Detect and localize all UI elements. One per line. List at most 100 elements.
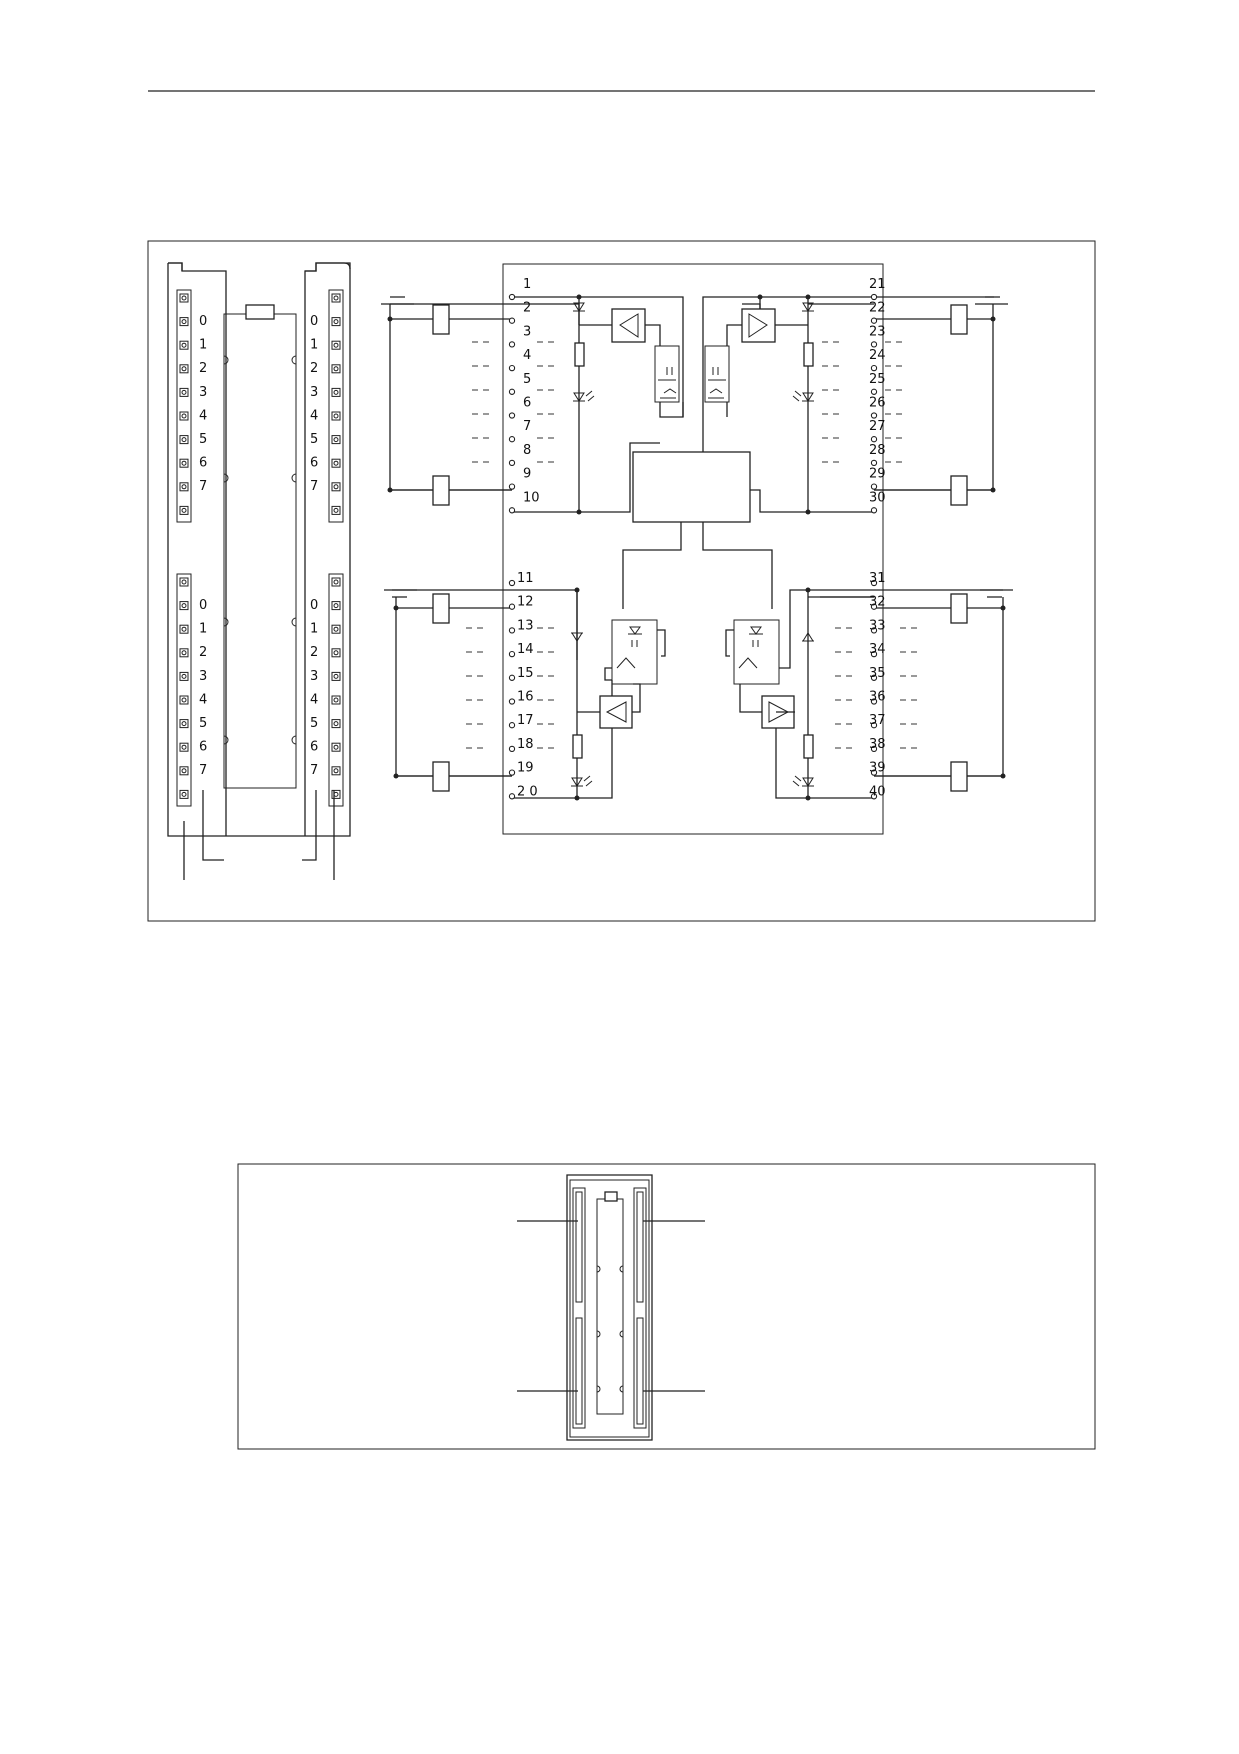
screw-terminal-head [181,319,187,325]
screw-terminal-head [333,507,339,513]
screw-terminal [331,435,341,445]
module-terminal [508,627,516,634]
connector-channel-label: 3 [199,385,207,400]
connector-channel-label: 3 [199,669,207,684]
bus-logic-block [632,451,751,523]
terminal-number: 29 [869,467,886,482]
screw-terminal-head [181,460,187,466]
terminal-number: 1 [523,277,531,292]
screw-terminal [331,624,341,634]
top-view-module-outline [566,1174,653,1441]
connector-channel-label: 7 [310,479,318,494]
screw-terminal [331,742,341,752]
screw-terminal-head [181,579,187,585]
terminal-strip-lower-right [328,573,344,807]
module-terminal [508,674,516,681]
terminal-number: 2 0 [517,784,538,799]
screw-terminal [179,671,189,681]
module-terminal [870,341,878,348]
terminal-number: 16 [517,690,534,705]
terminal-number: 21 [869,277,886,292]
connector-channel-label: 5 [310,432,318,447]
connector-channel-label: 7 [199,479,207,494]
screw-terminal [331,695,341,705]
module-terminal [870,293,878,301]
screw-terminal [179,601,189,611]
screw-terminal [331,648,341,658]
connector-channel-label: 2 [199,645,207,660]
wiring-diagram-frame [147,240,1096,922]
screw-terminal [179,317,189,327]
connector-channel-label: 6 [199,456,207,471]
screw-terminal-head [181,768,187,774]
module-terminal [870,698,878,705]
terminal-number: 8 [523,443,531,458]
module-terminal [870,627,878,634]
module-terminal [870,436,878,443]
connector-channel-label: 4 [310,692,318,707]
screw-terminal-head [181,413,187,419]
terminal-number: 27 [869,419,886,434]
screw-terminal [331,601,341,611]
group-lower-right [725,579,1013,801]
screw-terminal [331,411,341,421]
screw-terminal-head [181,366,187,372]
connector-channel-label: 1 [310,338,318,353]
connector-channel-label: 2 [310,361,318,376]
module-terminal [870,769,878,776]
screw-terminal [331,577,341,587]
screw-terminal [179,695,189,705]
screw-terminal [331,364,341,374]
module-terminal [508,698,516,705]
screw-terminal-head [333,721,339,727]
module-terminal [508,412,516,419]
screw-terminal-head [181,437,187,443]
module-terminal [870,317,878,324]
connector-channel-label: 0 [199,598,207,613]
module-terminal [508,317,516,324]
terminal-number: 9 [523,467,531,482]
screw-terminal-head [333,697,339,703]
terminal-number: 17 [517,713,534,728]
module-terminal [508,436,516,443]
terminal-number: 4 [523,348,531,363]
screw-terminal-head [181,507,187,513]
connector-channel-label: 6 [310,740,318,755]
screw-terminal-head [181,721,187,727]
terminal-number: 7 [523,419,531,434]
group-upper-left [381,293,684,515]
module-terminal [870,483,878,490]
connector-channel-label: 6 [199,740,207,755]
connector-channel-label: 2 [199,361,207,376]
terminal-number: 32 [869,595,886,610]
screw-terminal-head [333,366,339,372]
connector-channel-label: 7 [310,763,318,778]
front-connector-leaders [183,790,335,880]
terminal-number: 18 [517,737,534,752]
screw-terminal [179,435,189,445]
screw-terminal [331,340,341,350]
terminal-strip-upper-left [176,289,192,523]
module-terminal [508,722,516,729]
screw-terminal [331,387,341,397]
screw-terminal [179,340,189,350]
module-terminal [508,579,516,587]
screw-terminal [331,766,341,776]
terminal-number: 31 [869,571,886,586]
front-connector-recess [223,313,297,789]
terminal-number: 34 [869,642,886,657]
module-terminal [870,459,878,467]
screw-terminal-head [181,295,187,301]
screw-terminal [331,293,341,303]
module-terminal [508,507,516,514]
connector-channel-label: 4 [199,408,207,423]
module-terminal [870,674,878,681]
terminal-number: 26 [869,396,886,411]
terminal-number: 33 [869,618,886,633]
terminal-number: 3 [523,324,531,339]
top-view-frame [237,1163,1096,1450]
connector-channel-label: 5 [199,716,207,731]
screw-terminal [179,624,189,634]
module-terminal [870,364,878,372]
